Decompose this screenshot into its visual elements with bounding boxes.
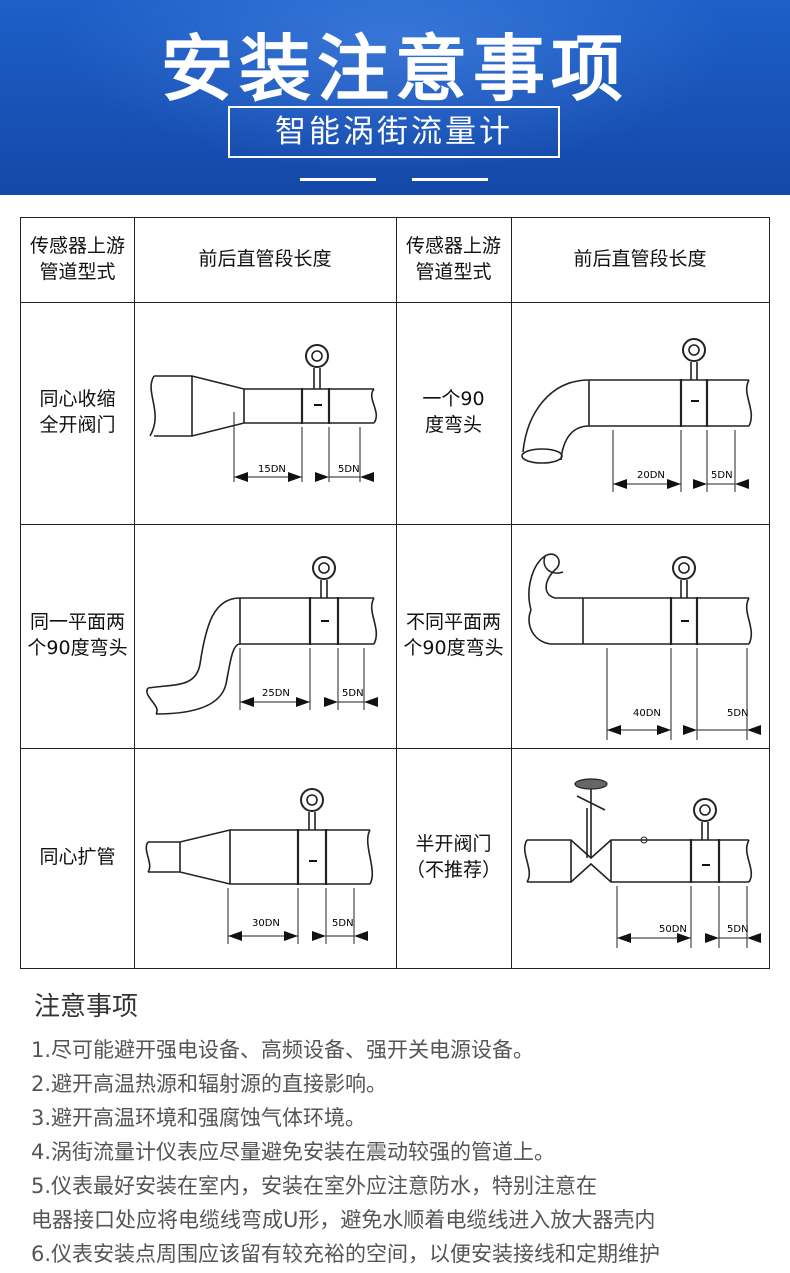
upstream-length-label: 15DN — [258, 464, 286, 475]
downstream-length-label: 5DN — [338, 464, 360, 475]
upstream-length-label: 20DN — [637, 470, 665, 481]
downstream-length-label: 5DN — [727, 924, 749, 935]
subtitle-box: 智能涡街流量计 — [228, 106, 560, 158]
table-divider — [511, 218, 512, 968]
upstream-length-label: 25DN — [262, 688, 290, 699]
banner-glow — [0, 0, 790, 195]
downstream-length-label: 5DN — [342, 688, 364, 699]
table-divider — [21, 748, 769, 749]
table-divider — [134, 218, 135, 968]
pipe-type-label: 不同平面两 个90度弯头 — [403, 611, 504, 659]
header-pipe-type: 传感器上游 管道型式 — [405, 235, 501, 283]
upstream-length-label: 40DN — [633, 708, 661, 719]
header-pipe-type: 传感器上游 管道型式 — [29, 235, 125, 283]
table-divider — [21, 302, 769, 303]
decoration-line-right — [412, 178, 488, 181]
table-divider — [396, 218, 397, 968]
note-item: 5.仪表最好安装在室内，安装在室外应注意防水，特别注意在 — [31, 1174, 598, 1198]
page-title: 安装注意事项 — [160, 27, 629, 111]
note-item: 4.涡街流量计仪表应尽量避免安装在震动较强的管道上。 — [31, 1140, 556, 1164]
header-straight-length: 前后直管段长度 — [573, 248, 707, 271]
half-open-valve-diagram: 50DN 5DN — [523, 778, 761, 948]
pipe-type-label: 同一平面两 个90度弯头 — [27, 611, 128, 659]
table-divider — [21, 524, 769, 525]
pipe-type-label: 同心收缩 全开阀门 — [39, 388, 116, 436]
upstream-length-label: 30DN — [252, 918, 280, 929]
single-elbow-diagram: 20DN 5DN — [521, 338, 753, 492]
pipe-type-label: 半开阀门 （不推荐） — [405, 833, 501, 881]
note-item: 6.仪表安装点周围应该留有较充裕的空间，以便安装接线和定期维护 — [31, 1242, 661, 1266]
header-straight-length: 前后直管段长度 — [198, 248, 332, 271]
two-elbows-same-plane-diagram: 25DN 5DN — [146, 556, 378, 715]
note-item: 2.避开高温热源和辐射源的直接影响。 — [31, 1072, 388, 1096]
note-item: 电器接口处应将电缆线弯成U形，避免水顺着电缆线进入放大器壳内 — [31, 1208, 656, 1232]
downstream-length-label: 5DN — [332, 918, 354, 929]
header-banner: 安装注意事项 智能涡街流量计 — [0, 0, 790, 195]
notes-title: 注意事项 — [34, 992, 139, 1022]
decoration-line-left — [300, 178, 376, 181]
downstream-length-label: 5DN — [727, 708, 749, 719]
two-elbows-different-plane-diagram: 40DN 5DN — [528, 553, 761, 740]
downstream-length-label: 5DN — [711, 470, 733, 481]
pipe-type-label: 一个90 度弯头 — [422, 388, 485, 436]
pipe-type-label: 同心扩管 — [39, 846, 116, 869]
installation-table: 传感器上游 管道型式 前后直管段长度 传感器上游 管道型式 前后直管段长度 同心… — [20, 217, 770, 969]
note-item: 1.尽可能避开强电设备、高频设备、强开关电源设备。 — [31, 1038, 535, 1062]
note-item: 3.避开高温环境和强腐蚀气体环境。 — [31, 1106, 367, 1130]
reducer-pipe-diagram: 15DN 5DN — [149, 344, 378, 482]
upstream-length-label: 50DN — [659, 924, 687, 935]
expander-pipe-diagram: 30DN 5DN — [145, 788, 374, 944]
